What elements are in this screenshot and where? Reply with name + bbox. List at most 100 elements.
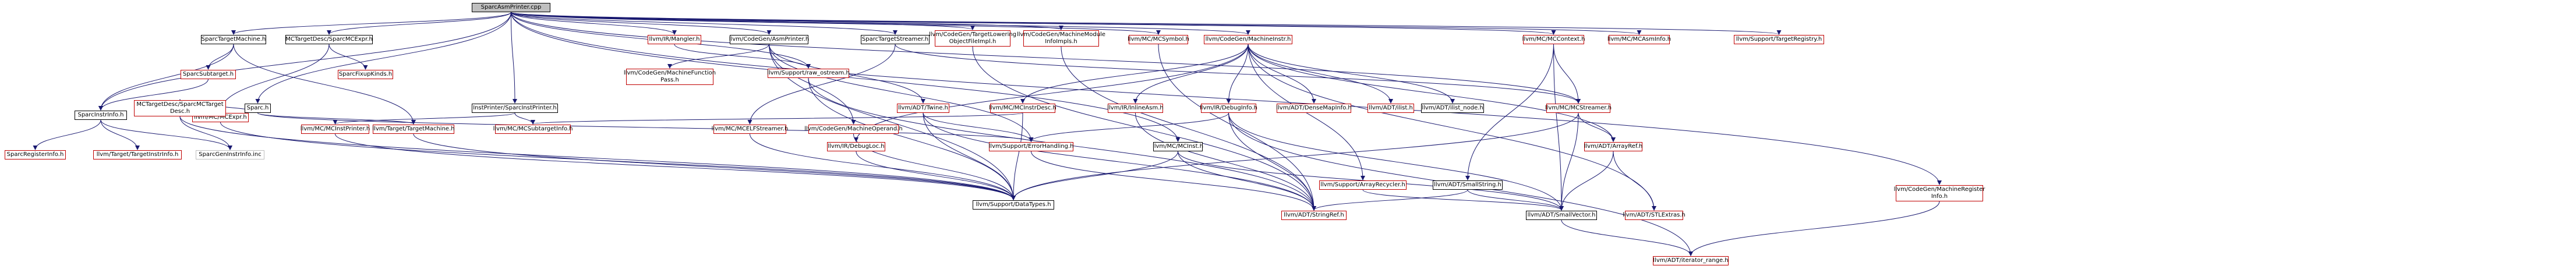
edge-irDebugLoc-to-dataTypes [856,151,1016,200]
graph-node-mcContext[interactable]: llvm/MC/MCContext.h [1522,35,1585,44]
graph-node-irDebugLoc[interactable]: llvm/IR/DebugLoc.h [827,142,885,151]
edge-mctdSparcMCExpr-to-llvmMCExpr [218,44,330,113]
edge-adtTwine-to-stringRef [923,112,1316,211]
graph-node-stringRef[interactable]: llvm/ADT/StringRef.h [1281,211,1347,220]
edge-mcStreamer-to-smallVector [1559,112,1579,211]
edge-rawOstream-to-dataTypes [808,77,1016,200]
edge-instPrinter-to-mcInstPrinter [333,112,515,125]
edge-smallString-to-smallVector [1467,189,1564,211]
edge-sparcTM-to-targetMachine [233,44,416,125]
edge-machineInstr-to-denseMapInfo [1248,44,1316,104]
graph-node-stlExtras[interactable]: llvm/ADT/STLExtras.h [1623,211,1685,220]
edge-mcInst-to-dataTypes [1011,151,1178,200]
edge-root-to-mcSymbol [511,12,1161,35]
edge-mcInstrDesc-to-dataTypes [1011,112,1023,200]
graph-node-instPrinter[interactable]: InstPrinter/SparcInstPrinter.h [472,104,558,113]
graph-node-dataTypes[interactable]: llvm/Support/DataTypes.h [973,200,1054,210]
graph-node-smallVector[interactable]: llvm/ADT/SmallVector.h [1526,211,1597,220]
edge-machineInstr-to-irDebugLoc [854,44,1249,142]
edge-sparcTM-to-sparcSubtarget [206,44,234,70]
edge-mcStreamer-to-arrayRef [1578,112,1616,142]
edge-mcSymbol-to-stringRef [1158,44,1316,211]
edge-machineInstr-to-ilistNode [1248,44,1455,104]
edge-mcContext-to-smallVector [1553,44,1564,211]
graph-node-sparcSubtarget[interactable]: SparcSubtarget.h [181,70,236,79]
graph-node-sparcH[interactable]: Sparc.h [245,104,271,113]
edge-errorHandling-to-stringRef [1031,151,1316,211]
graph-node-ilist[interactable]: llvm/ADT/ilist.h [1367,104,1414,113]
graph-node-machineOperand[interactable]: llvm/CodeGen/MachineOperand.h [804,125,903,134]
edge-machineInstr-to-ilist [1248,44,1393,104]
graph-node-mangler[interactable]: llvm/IR/Mangler.h [648,35,701,44]
graph-node-arrayRef[interactable]: llvm/ADT/ArrayRef.h [1584,142,1642,151]
graph-node-mriInfo[interactable]: llvm/CodeGen/MachineRegister Info.h [1894,185,1985,201]
graph-node-mcInst[interactable]: llvm/MC/MCInst.h [1153,142,1203,151]
graph-node-rawOstream[interactable]: llvm/Support/raw_ostream.h [767,69,850,78]
graph-node-mcElfStreamer[interactable]: llvm/MC/MCELFStreamer.h [712,125,788,134]
edge-mmiImpls-to-stringRef [1061,46,1316,211]
edge-root-to-mctdSparcMCExpr [327,12,511,35]
edge-adtTwine-to-errorHandling [923,112,1034,142]
graph-node-tloImpl[interactable]: llvm/CodeGen/TargetLowering ObjectFileIm… [929,30,1016,47]
edge-root-to-mriInfo [511,12,1942,185]
graph-node-debugInfo[interactable]: llvm/IR/DebugInfo.h [1200,104,1257,113]
graph-node-denseMapInfo[interactable]: llvm/ADT/DenseMapInfo.h [1276,104,1352,113]
edge-root-to-targetRegistry [511,12,1781,35]
edge-adtTwine-to-dataTypes [923,112,1016,200]
edge-root-to-machineInstr [511,12,1250,35]
edge-sparcSubtarget-to-sparcInstrInfo [98,79,209,111]
graph-node-mcSubtargetInfo[interactable]: llvm/MC/MCSubtargetInfo.h [493,125,573,134]
graph-node-mctdSparcMCExpr[interactable]: MCTargetDesc/SparcMCExpr.h [285,35,373,44]
edge-sparcH-to-errorHandling [257,112,1034,142]
edge-mcInstrDesc-to-mcSubtargetInfo [531,112,1023,125]
edge-asmPrinter-to-machineFunctionPass [667,44,769,69]
edge-root-to-mmiImpls [511,12,1063,30]
graph-node-sparcTM[interactable]: SparcTargetMachine.h [201,35,266,44]
edge-debugInfo-to-errorHandling [1029,112,1229,142]
graph-node-mctdSparcMCTargetDesc[interactable]: MCTargetDesc/SparcMCTarget Desc.h [134,100,226,116]
graph-node-adtTwine[interactable]: llvm/ADT/Twine.h [897,104,949,113]
edge-mcElfStreamer-to-dataTypes [750,133,1016,200]
graph-node-errorHandling[interactable]: llvm/Support/ErrorHandling.h [989,142,1073,151]
edge-machineInstr-to-arrayRef [1248,44,1616,142]
graph-node-sparcFixupKinds[interactable]: SparcFixupKinds.h [338,70,393,79]
edge-machineInstr-to-debugInfo [1226,44,1249,104]
edge-root-to-mcStreamer [511,12,1581,104]
graph-node-mcInstPrinter[interactable]: llvm/MC/MCInstPrinter.h [301,125,370,134]
graph-node-mcAsmInfo[interactable]: llvm/MC/MCAsmInfo.h [1607,35,1671,44]
edge-root-to-mcAsmInfo [511,12,1641,35]
graph-node-mmiImpls[interactable]: llvm/CodeGen/MachineModule InfoImpls.h [1017,30,1105,47]
graph-node-asmPrinter[interactable]: llvm/CodeGen/AsmPrinter.h [729,35,809,44]
edge-sparcInstrInfo-to-sparcRegisterInfo [33,119,101,150]
edge-smallString-to-stringRef [1312,189,1468,211]
graph-node-sparcTargetStreamer[interactable]: SparcTargetStreamer.h [861,35,930,44]
edge-arrayRef-to-stlExtras [1613,151,1656,211]
edge-mcInst-to-stringRef [1178,151,1316,211]
graph-node-machineInstr[interactable]: llvm/CodeGen/MachineInstr.h [1204,35,1292,44]
edge-sparcH-to-targetMachine [257,112,416,125]
edge-arrayRef-to-smallVector [1559,151,1614,211]
graph-node-smallString[interactable]: llvm/ADT/SmallString.h [1433,180,1503,190]
graph-node-sparcInstrInfo[interactable]: SparcInstrInfo.h [75,111,127,120]
graph-node-sparcRegisterInfo[interactable]: SparcRegisterInfo.h [5,150,66,159]
graph-node-iteratorRange[interactable]: llvm/ADT/iterator_range.h [1653,256,1729,265]
graph-node-targetInstrInfo[interactable]: llvm/Target/TargetInstrInfo.h [93,150,182,159]
edge-mcContext-to-smallString [1465,44,1554,180]
graph-node-targetMachine[interactable]: llvm/Target/TargetMachine.h [372,125,455,134]
edge-llvmMCExpr-to-dataTypes [220,122,1016,200]
graph-node-targetRegistry[interactable]: llvm/Support/TargetRegistry.h [1734,35,1824,44]
graph-node-root[interactable]: SparcAsmPrinter.cpp [472,3,550,12]
graph-node-inlineAsm[interactable]: llvm/IR/InlineAsm.h [1107,104,1164,113]
graph-node-ilistNode[interactable]: llvm/ADT/ilist_node.h [1421,104,1484,113]
graph-node-sparcGenInstrInfo[interactable]: SparcGenInstrInfo.inc [196,150,264,159]
graph-node-machineFunctionPass[interactable]: llvm/CodeGen/MachineFunction Pass.h [624,69,716,85]
graph-node-arrayRecycler[interactable]: llvm/Support/ArrayRecycler.h [1319,180,1407,190]
edge-sparcInstrInfo-to-targetInstrInfo [100,119,140,150]
edge-inlineAsm-to-stringRef [1135,112,1316,211]
graph-node-mcStreamer[interactable]: llvm/MC/MCStreamer.h [1545,104,1612,113]
graph-node-mcSymbol[interactable]: llvm/MC/MCSymbol.h [1128,35,1189,44]
edge-sparcTargetStreamer-to-mcStreamer [895,44,1581,104]
graph-node-mcInstrDesc[interactable]: llvm/MC/MCInstrDesc.h [989,104,1056,113]
edge-smallVector-to-iteratorRange [1561,219,1693,256]
